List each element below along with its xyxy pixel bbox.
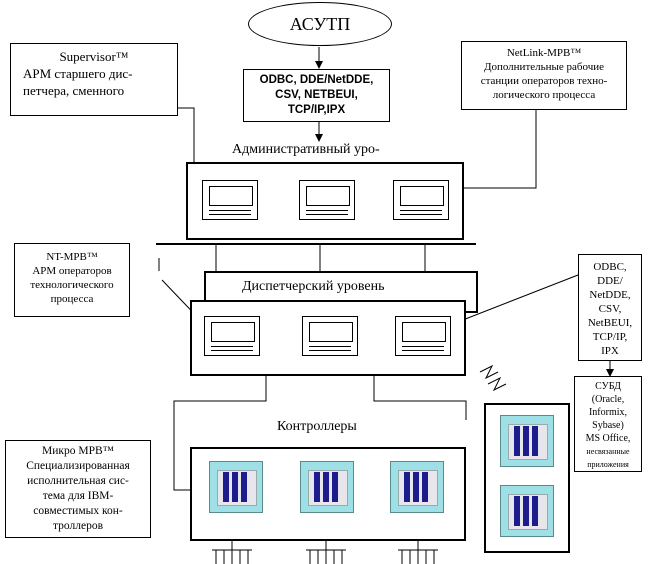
io-lines (212, 540, 438, 564)
protocols-right-line: CSV, (598, 303, 622, 315)
dispatch-level-label: Диспетчерский уровень (242, 279, 385, 294)
netlink-line: Дополнительные рабочие (483, 61, 605, 73)
workstation-icon (395, 316, 451, 356)
micro-mpb-line: тема для IBM- (42, 490, 114, 502)
controller-rack-icon (209, 461, 263, 513)
nt-mpb-line: АРМ операторов (32, 265, 112, 277)
micro-mpb-line: совместимых кон- (33, 505, 123, 517)
supervisor-box: Supervisor™ АРМ старшего дис- петчера, с… (10, 43, 178, 116)
protocols-top-line: ODBC, DDE/NetDDE, (259, 74, 374, 86)
protocols-right-line: TCP/IP, (592, 331, 628, 343)
workstation-icon (302, 316, 358, 356)
nt-mpb-title: NT-MPB™ (46, 251, 98, 263)
wireless-link-icon (479, 364, 499, 380)
protocols-top-line: TCP/IP,IPX (287, 104, 346, 116)
nt-mpb-line: технологического (30, 279, 114, 291)
workstation-icon (393, 180, 449, 220)
netlink-line: логического процесса (492, 89, 596, 101)
controllers-bus-left (173, 376, 267, 491)
controllers-bus-right (373, 376, 467, 420)
nt-mpb-line: процесса (50, 293, 94, 305)
dbms-line: (Oracle, (591, 394, 625, 405)
controller-rack-icon (500, 485, 554, 537)
nt-mpb-box: NT-MPB™ АРМ операторов технологического … (14, 243, 130, 317)
micro-mpb-line: Специализированная (26, 460, 130, 472)
supervisor-callout-line (178, 107, 195, 180)
dbms-line: СУБД (595, 381, 621, 392)
micro-mpb-title: Микро MPB™ (42, 445, 114, 457)
remote-controllers-box (484, 403, 570, 553)
protocols-top-line: CSV, NETBEUI, (275, 89, 358, 101)
micro-mpb-line: исполнительная сис- (27, 475, 129, 487)
protocols-right-line: DDE/ (597, 275, 623, 287)
dbms-line: Sybase) (592, 420, 624, 431)
supervisor-title: Supervisor™ (59, 49, 129, 64)
micro-mpb-box: Микро MPB™ Специализированная исполнител… (5, 440, 151, 538)
dispatch-to-protocols-line (449, 274, 579, 326)
dbms-line: MS Office, (585, 433, 631, 444)
supervisor-line: АРМ старшего дис- (23, 66, 133, 81)
controllers-box (190, 447, 466, 541)
asutp-node: АСУТП (248, 2, 392, 46)
admin-level-box (186, 162, 464, 240)
controller-rack-icon (390, 461, 444, 513)
protocols-right-box: ODBC, DDE/ NetDDE, CSV, NetBEUI, TCP/IP,… (578, 254, 642, 361)
admin-level-label: Административный уро- (232, 142, 380, 157)
controllers-label: Контроллеры (277, 419, 357, 434)
protocols-right-line: IPX (601, 345, 619, 357)
supervisor-line: петчера, сменного (23, 83, 125, 98)
dbms-line: приложения (587, 460, 629, 469)
dbms-box: СУБД (Oracle, Informix, Sybase) MS Offic… (574, 376, 642, 472)
workstation-icon (202, 180, 258, 220)
controller-rack-icon (300, 461, 354, 513)
asutp-label: АСУТП (289, 14, 351, 34)
protocols-right-line: ODBC, (593, 261, 627, 273)
netlink-title: NetLink-MPB™ (506, 47, 582, 59)
protocols-top-box: ODBC, DDE/NetDDE, CSV, NETBEUI, TCP/IP,I… (243, 69, 390, 122)
dbms-line: Informix, (588, 407, 628, 418)
protocols-right-line: NetDDE, (589, 289, 631, 301)
workstation-icon (204, 316, 260, 356)
netlink-box: NetLink-MPB™ Дополнительные рабочие стан… (461, 41, 627, 110)
dbms-line: несвязанные (586, 447, 630, 456)
controller-rack-icon (500, 415, 554, 467)
micro-mpb-line: троллеров (52, 520, 104, 532)
protocols-right-line: NetBEUI, (587, 317, 633, 329)
dispatch-level-box (190, 300, 466, 376)
workstation-icon (299, 180, 355, 220)
netlink-line: станции операторов техно- (480, 75, 608, 87)
